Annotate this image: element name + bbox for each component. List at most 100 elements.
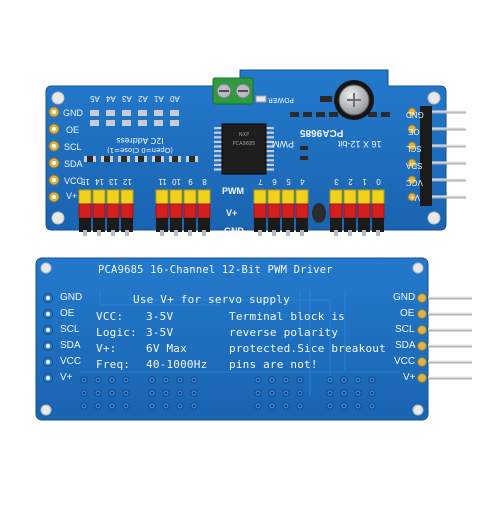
jumper-pad [138, 110, 147, 116]
pwm-pin-yellow [78, 189, 92, 205]
gnd-pin-black [79, 218, 91, 232]
mount-hole [412, 262, 424, 274]
smd-resistor [84, 156, 96, 162]
warning-line: pins are not! [229, 358, 318, 371]
solder-hole [82, 391, 86, 395]
header-pin [428, 328, 472, 332]
gnd-pin-black [282, 218, 294, 232]
pin-tip [300, 230, 304, 236]
mount-hole [51, 91, 65, 105]
pin-hole [46, 328, 50, 332]
solder-hole [110, 404, 114, 408]
solder-hole [110, 378, 114, 382]
channels-label: 16 X 12-bit [338, 139, 382, 149]
gnd-pin-black [344, 218, 356, 232]
pwm-pin-yellow [371, 189, 385, 205]
smd-led [255, 95, 267, 103]
mount-hole [40, 404, 52, 416]
top-left-pin-label: VCC [64, 176, 84, 186]
mount-hole [427, 91, 441, 105]
pin-hole [52, 178, 56, 182]
jumper-pad [138, 120, 147, 126]
pin-hole [46, 376, 50, 380]
channel-number-label: 3 [334, 177, 339, 186]
terminal-block [212, 77, 254, 105]
solder-hole [178, 378, 182, 382]
mount-hole [412, 404, 424, 416]
channel-number-label: 4 [300, 177, 305, 186]
vplus-pin-red [183, 203, 197, 219]
pin-tip [160, 230, 164, 236]
solder-hole [96, 378, 100, 382]
solder-hole [192, 404, 196, 408]
solder-hole [256, 391, 260, 395]
smd-terminal [118, 156, 121, 162]
vplus-pin-red [329, 203, 343, 219]
solder-joint [417, 325, 427, 335]
gnd-pin-black [121, 218, 133, 232]
pwm-pin-yellow [92, 189, 106, 205]
bottom-right-pin-label: SDA [395, 340, 416, 351]
pin-hole [52, 161, 56, 165]
top-right-pin-label: SDA [406, 161, 423, 170]
jumper-pad [106, 120, 115, 126]
bottom-left-pin-label: SCL [60, 324, 80, 335]
smd-resistor [290, 112, 299, 117]
header-pin [432, 195, 466, 199]
pin-pad [407, 141, 417, 151]
chip-marking: PCA9685 [300, 127, 344, 138]
channel-number-label: 15 [81, 177, 90, 186]
solder-hole [328, 404, 332, 408]
pwm-pin-yellow [106, 189, 120, 205]
pwm-pin-yellow [267, 189, 281, 205]
solder-hole [164, 404, 168, 408]
pwm-pin-yellow [120, 189, 134, 205]
pwm-pin-yellow [253, 189, 267, 205]
electrolytic-capacitor [334, 80, 374, 120]
solder-pad-grid [80, 376, 376, 410]
pin-tip [376, 230, 380, 236]
servo-supply-note: Use V+ for servo supply [133, 293, 290, 306]
solder-hole [164, 378, 168, 382]
chip-leg [265, 127, 274, 130]
solder-hole [328, 378, 332, 382]
pin-tip [125, 230, 129, 236]
spec-key: Logic: [96, 326, 137, 339]
solder-hole [270, 404, 274, 408]
vplus-pin-red [197, 203, 211, 219]
pwm-pin-yellow [169, 189, 183, 205]
chip-leg [214, 150, 223, 153]
pwm-pin-yellow [329, 189, 343, 205]
gnd-pin-black [170, 218, 182, 232]
top-right-pin-label: GND [406, 110, 424, 119]
channel-number-label: 2 [348, 177, 353, 186]
channel-number-label: 10 [172, 177, 181, 186]
spec-key: V+: [96, 342, 117, 355]
i2c-address-note: (Open=0 Close=1) [106, 146, 174, 154]
smd-part [300, 146, 308, 150]
pwm-pin-yellow [343, 189, 357, 205]
mount-hole [51, 211, 65, 225]
smd-terminal [169, 156, 172, 162]
chip-leg [265, 136, 274, 139]
header-pin [432, 144, 466, 148]
chip-leg [265, 150, 274, 153]
svg-text:PCA9685: PCA9685 [233, 141, 256, 147]
spec-key: VCC: [96, 310, 124, 323]
jumper-pad [170, 120, 179, 126]
vplus-pin-red [267, 203, 281, 219]
solder-hole [96, 404, 100, 408]
spec-value: 3-5V [146, 310, 174, 323]
header-pin [432, 127, 466, 131]
gnd-pin-black [156, 218, 168, 232]
pin-tip [174, 230, 178, 236]
pin-hole [52, 127, 56, 131]
gnd-pin-black [198, 218, 210, 232]
solder-hole [270, 391, 274, 395]
header-pin [432, 110, 466, 114]
pwm-pin-yellow [183, 189, 197, 205]
solder-hole [82, 404, 86, 408]
channel-number-label: 12 [123, 177, 132, 186]
left-pin-pads [48, 106, 60, 203]
